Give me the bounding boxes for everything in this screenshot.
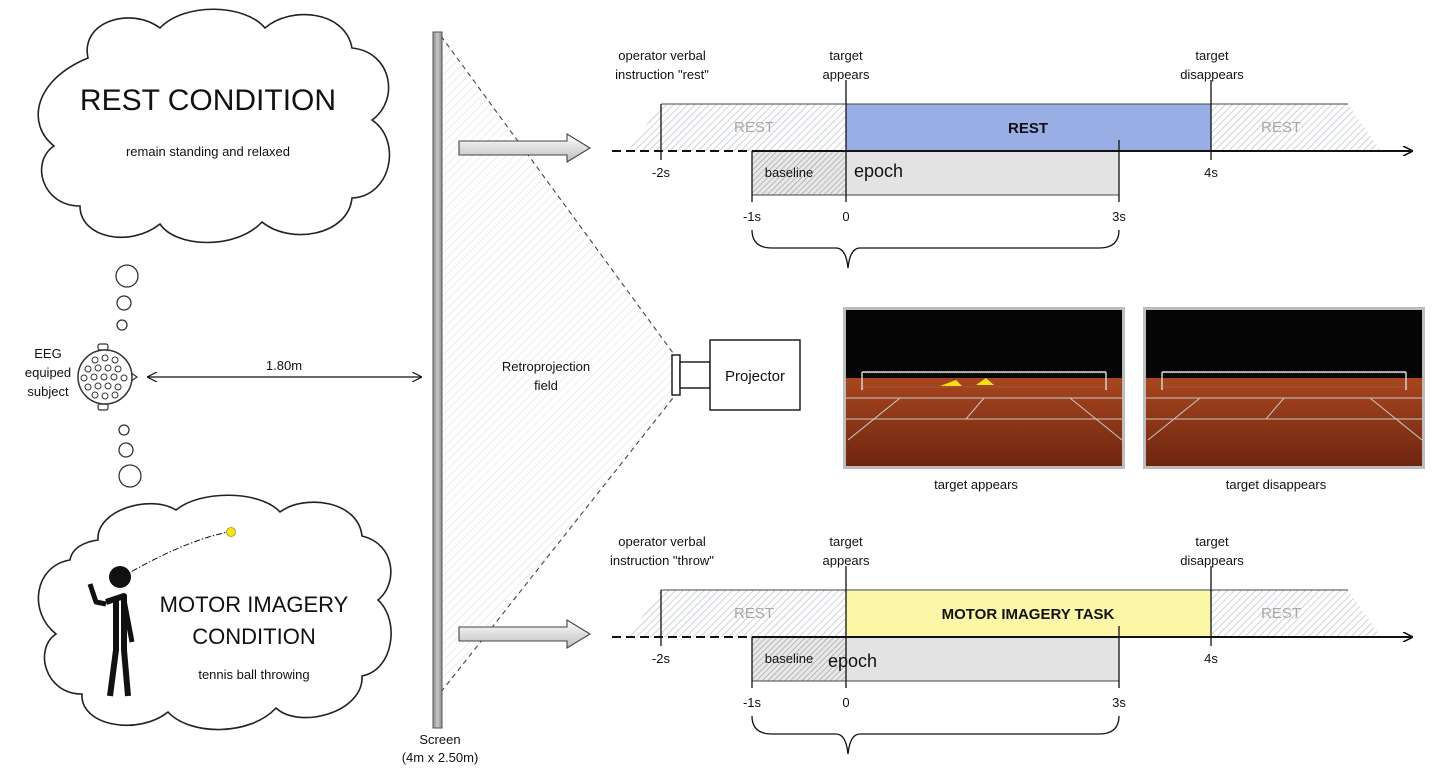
mi-tick-3: 3s [1112,695,1126,710]
mi-baseline-label: baseline [765,651,813,666]
caption-target-appears: target appears [934,477,1018,492]
rest-tick-m2: -2s [652,165,671,180]
eeg-head-icon [77,343,139,411]
screenshot-target-disappears [1143,307,1425,469]
rest-cloud-title: REST CONDITION [80,84,336,117]
rest-operator-2: instruction "rest" [615,67,709,82]
caption-target-disappears: target disappears [1226,477,1327,492]
mi-tick-4: 4s [1204,651,1218,666]
retroprojection-field [441,36,673,692]
mi-left-rest-segment [628,590,846,637]
rest-appears-2: appears [823,67,870,82]
mi-block [845,589,1212,638]
rest-left-rest-segment [628,104,846,151]
mi-appears-1: target [829,534,863,549]
mi-operator-1: operator verbal [618,534,706,549]
rest-epoch-label: epoch [854,161,903,181]
mi-tick-0: 0 [842,695,849,710]
rest-cloud: REST CONDITION remain standing and relax… [37,8,391,244]
throwing-figure-icon [87,527,236,697]
rest-appears-1: target [829,48,863,63]
mi-epoch-brace [751,715,1120,755]
mi-block-label: MOTOR IMAGERY TASK [942,606,1115,623]
rest-tick-0: 0 [842,209,849,224]
rest-operator-1: operator verbal [618,48,706,63]
projector-label: Projector [725,368,785,385]
mi-right-rest-segment [1211,590,1381,637]
arrow-to-rest-timeline [458,133,592,163]
mi-tick-m2: -2s [652,651,671,666]
screen-label-1: Screen [419,732,460,747]
mi-left-rest-label: REST [734,605,774,622]
motor-imagery-cloud: MOTOR IMAGERY CONDITION tennis ball thro… [37,494,392,731]
thought-bubbles-lower [118,424,142,488]
rest-baseline-box [751,150,847,196]
subject-label-1: EEG [34,346,61,361]
mi-disappears-2: disappears [1180,553,1244,568]
rest-disappears-1: target [1195,48,1229,63]
projector-icon: Projector [671,339,801,411]
rest-disappears-2: disappears [1180,67,1244,82]
mi-epoch-box [845,636,1120,682]
arrow-to-mi-timeline [458,619,592,649]
mi-cloud-title-1: MOTOR IMAGERY [160,592,349,617]
screen [432,31,443,729]
mi-right-rest-label: REST [1261,605,1301,622]
rest-right-rest-label: REST [1261,119,1301,136]
rest-left-rest-label: REST [734,119,774,136]
rest-timeline: operator verbal instruction "rest" targe… [612,48,1412,269]
mi-operator-2: instruction "throw" [610,553,714,568]
subject-label-3: subject [27,384,69,399]
mi-timeline: operator verbal instruction "throw" targ… [610,534,1412,755]
screen-label-2: (4m x 2.50m) [402,750,479,765]
screenshot-target-appears [843,307,1125,469]
subject-label-2: equiped [25,365,71,380]
projection-ray-top [440,35,674,354]
mi-tick-m1: -1s [743,695,762,710]
rest-cloud-subtitle: remain standing and relaxed [126,144,290,159]
thought-bubbles-upper [115,264,139,331]
retro-label-1: Retroprojection [502,359,590,374]
rest-epoch-box [845,150,1120,196]
mi-appears-2: appears [823,553,870,568]
mi-disappears-1: target [1195,534,1229,549]
rest-baseline-label: baseline [765,165,813,180]
rest-epoch-brace [751,229,1120,269]
retro-label-2: field [534,378,558,393]
mi-cloud-subtitle: tennis ball throwing [198,667,309,682]
rest-tick-4: 4s [1204,165,1218,180]
rest-tick-3: 3s [1112,209,1126,224]
mi-cloud-title-2: CONDITION [192,624,315,649]
rest-block-label: REST [1008,120,1048,137]
distance-label: 1.80m [266,358,302,373]
mi-epoch-label: epoch [828,651,877,671]
rest-right-rest-segment [1211,104,1381,151]
rest-tick-m1: -1s [743,209,762,224]
